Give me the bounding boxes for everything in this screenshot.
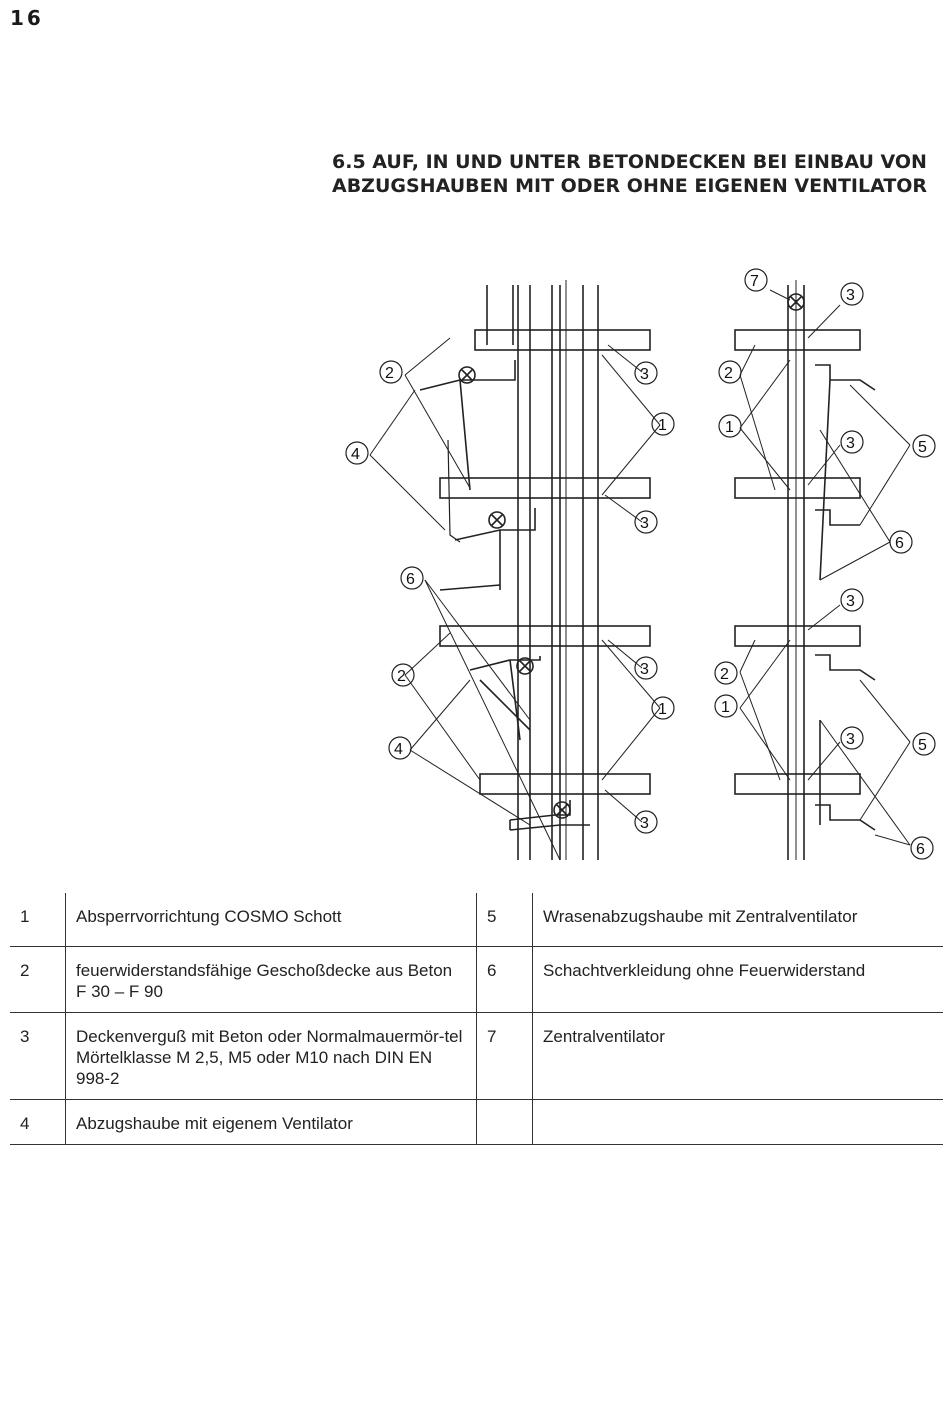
svg-text:3: 3 <box>640 815 649 832</box>
page-number: 16 <box>10 6 44 30</box>
svg-text:3: 3 <box>640 515 649 532</box>
callout-2-b: 2 <box>391 663 415 687</box>
svg-text:3: 3 <box>846 287 855 304</box>
section-heading: 6.5 AUF, IN UND UNTER BETONDECKEN BEI EI… <box>332 150 932 198</box>
svg-text:3: 3 <box>846 593 855 610</box>
callout-3-f: 3 <box>840 430 864 454</box>
callout-4-b: 4 <box>388 736 412 760</box>
legend-number: 7 <box>476 1012 533 1100</box>
svg-text:6: 6 <box>895 535 904 552</box>
right-ducts <box>787 280 805 860</box>
legend-table: 1 Absperrvorrichtung COSMO Schott 5 Wras… <box>10 893 943 1145</box>
callout-5-a: 5 <box>912 434 936 458</box>
left-leaders <box>369 337 661 861</box>
callout-3-d: 3 <box>634 810 658 834</box>
callouts: 2 4 6 2 4 3 1 3 3 1 3 7 3 2 1 3 5 6 3 2 … <box>345 268 936 860</box>
svg-text:3: 3 <box>846 435 855 452</box>
svg-text:2: 2 <box>724 365 733 382</box>
callout-6-a: 6 <box>400 566 424 590</box>
left-fans <box>458 366 571 819</box>
callout-2-d: 2 <box>714 661 738 685</box>
svg-text:4: 4 <box>351 446 360 463</box>
legend-text: Wrasenabzugshaube mit Zentralventilator <box>532 893 943 947</box>
legend-text: Zentralventilator <box>532 1012 943 1100</box>
callout-6-b: 6 <box>889 530 913 554</box>
svg-text:3: 3 <box>640 661 649 678</box>
legend-number: 2 <box>10 946 66 1013</box>
legend-row: 3 Deckenverguß mit Beton oder Normalmaue… <box>10 1012 943 1100</box>
right-leaders <box>739 289 911 846</box>
callout-3-c: 3 <box>634 656 658 680</box>
legend-row: 1 Absperrvorrichtung COSMO Schott 5 Wras… <box>10 893 943 947</box>
legend-number <box>476 1099 533 1145</box>
svg-text:1: 1 <box>658 701 667 718</box>
svg-text:2: 2 <box>720 666 729 683</box>
heading-line-1: 6.5 AUF, IN UND UNTER BETONDECKEN BEI EI… <box>332 151 927 173</box>
svg-text:6: 6 <box>406 571 415 588</box>
svg-text:2: 2 <box>397 668 406 685</box>
legend-row: 4 Abzugshaube mit eigenem Ventilator <box>10 1099 943 1145</box>
right-slabs <box>734 329 861 795</box>
callout-3-g: 3 <box>840 588 864 612</box>
left-hoods <box>419 360 590 831</box>
svg-text:5: 5 <box>918 439 927 456</box>
svg-text:1: 1 <box>725 419 734 436</box>
callout-3-a: 3 <box>634 361 658 385</box>
callout-2-c: 2 <box>718 360 742 384</box>
heading-line-2: ABZUGSHAUBEN MIT ODER OHNE EIGENEN VENTI… <box>332 175 928 197</box>
callout-6-c: 6 <box>910 836 934 860</box>
svg-text:1: 1 <box>721 699 730 716</box>
legend-text: feuerwiderstandsfähige Geschoßdecke aus … <box>65 946 477 1013</box>
callout-5-b: 5 <box>912 732 936 756</box>
svg-text:1: 1 <box>658 417 667 434</box>
svg-text:2: 2 <box>385 365 394 382</box>
legend-text: Deckenverguß mit Beton oder Normalmauerm… <box>65 1012 477 1100</box>
right-fan <box>787 293 805 311</box>
svg-text:3: 3 <box>640 366 649 383</box>
callout-7: 7 <box>744 268 768 292</box>
left-slabs <box>439 329 651 795</box>
legend-number: 6 <box>476 946 533 1013</box>
callout-2-a: 2 <box>379 360 403 384</box>
legend-number: 1 <box>10 893 66 947</box>
callout-4-a: 4 <box>345 441 369 465</box>
legend-number: 3 <box>10 1012 66 1100</box>
callout-1-a: 1 <box>651 412 675 436</box>
left-ducts <box>486 280 599 860</box>
svg-text:7: 7 <box>750 273 759 290</box>
legend-text: Schachtverkleidung ohne Feuerwiderstand <box>532 946 943 1013</box>
svg-text:6: 6 <box>916 841 925 858</box>
right-hoods <box>815 364 876 831</box>
legend-number: 4 <box>10 1099 66 1145</box>
installation-diagram: 2 4 6 2 4 3 1 3 3 1 3 7 3 2 1 3 5 6 3 2 … <box>330 260 950 880</box>
legend-number: 5 <box>476 893 533 947</box>
legend-text: Absperrvorrichtung COSMO Schott <box>65 893 477 947</box>
diagram-svg: 2 4 6 2 4 3 1 3 3 1 3 7 3 2 1 3 5 6 3 2 … <box>345 268 936 861</box>
callout-3-h: 3 <box>840 726 864 750</box>
callout-1-b: 1 <box>651 696 675 720</box>
legend-row: 2 feuerwiderstandsfähige Geschoßdecke au… <box>10 946 943 1013</box>
svg-text:5: 5 <box>918 737 927 754</box>
callout-3-b: 3 <box>634 510 658 534</box>
svg-text:4: 4 <box>394 741 403 758</box>
callout-1-d: 1 <box>714 694 738 718</box>
callout-1-c: 1 <box>718 414 742 438</box>
svg-text:3: 3 <box>846 731 855 748</box>
callout-3-e: 3 <box>840 282 864 306</box>
legend-text: Abzugshaube mit eigenem Ventilator <box>65 1099 477 1145</box>
legend-text <box>532 1099 943 1145</box>
